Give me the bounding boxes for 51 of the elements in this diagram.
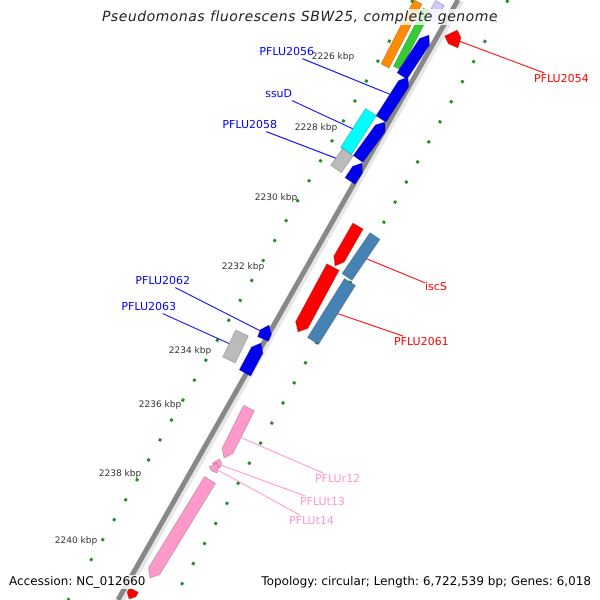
leader-line — [366, 258, 426, 284]
scale-label: 2228 kbp — [294, 122, 338, 133]
gene-feature — [222, 404, 255, 459]
scale-label: 2236 kbp — [138, 400, 182, 410]
leader-line — [220, 464, 306, 496]
leader-line — [240, 437, 324, 474]
scale-label: 2238 kbp — [98, 468, 142, 479]
scale-label: 2226 kbp — [312, 52, 354, 62]
gene-feature — [222, 329, 249, 364]
title: Pseudomonas fluorescens SBW25, complete genome — [102, 9, 498, 26]
gene-feature — [295, 263, 340, 333]
leader-line — [337, 313, 404, 336]
info-text: Topology: circular; Length: 6,722,539 bp; Genes: 6,018 — [261, 574, 591, 589]
gene-feature — [238, 342, 264, 377]
gene-feature — [306, 278, 356, 346]
gene-label: iscS — [425, 281, 447, 294]
gene-feature — [148, 476, 216, 579]
gene-label: PFLU2063 — [121, 301, 176, 314]
gene-label: PFLUt13 — [300, 496, 345, 509]
gene-feature — [352, 121, 386, 164]
gene-feature — [375, 76, 410, 123]
gene-label: PFLUr12 — [315, 473, 360, 486]
info-text: Accession: NC_012660 — [9, 574, 146, 589]
gene-feature — [444, 29, 462, 49]
gene-feature — [126, 587, 139, 600]
gene-feature — [396, 34, 430, 80]
scale-label: 2234 kbp — [168, 346, 212, 356]
gene-label: PFLU2056 — [259, 46, 314, 59]
leader-line — [162, 313, 230, 344]
gene-feature — [344, 162, 363, 185]
leader-line — [174, 287, 260, 332]
gene-feature — [333, 222, 364, 267]
gene-feature — [208, 462, 220, 474]
gene-label: PFLUt14 — [289, 515, 334, 528]
gene-label: PFLU2061 — [394, 336, 449, 349]
gene-label: PFLU2054 — [534, 73, 589, 86]
leader-line — [266, 131, 336, 159]
leader-line — [302, 58, 390, 95]
gene-label: ssuD — [265, 88, 292, 101]
gene-feature — [256, 324, 272, 342]
gene-feature — [330, 148, 354, 174]
gene-feature — [340, 108, 378, 156]
scale-label: 2240 kbp — [54, 536, 98, 546]
leader-line — [292, 100, 354, 130]
leader-line — [459, 40, 545, 74]
gene-feature — [341, 232, 381, 281]
scale-label: 2232 kbp — [222, 262, 264, 272]
scale-label: 2230 kbp — [254, 192, 298, 203]
leader-line — [217, 470, 300, 516]
gene-label: PFLU2058 — [222, 119, 277, 132]
gene-label: PFLU2062 — [135, 275, 190, 288]
